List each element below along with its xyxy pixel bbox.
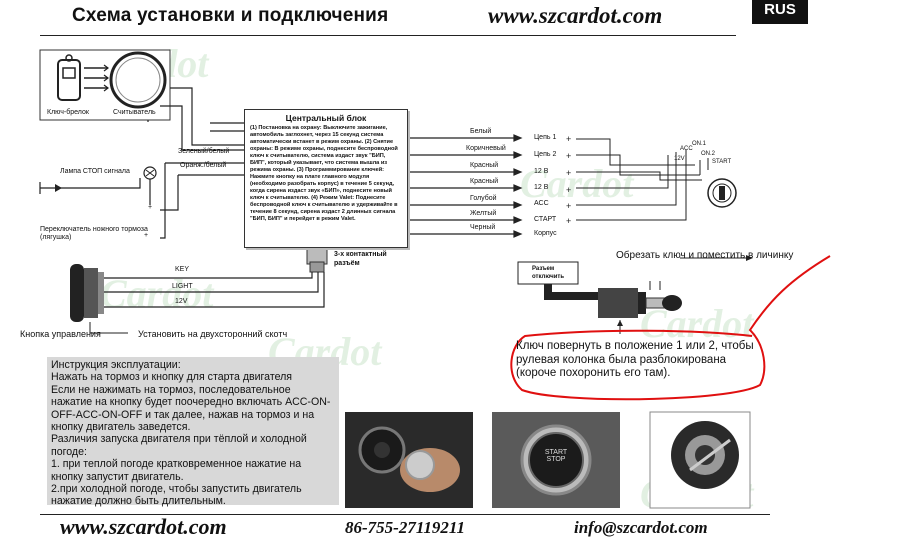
disconnect-label: Разъем отключить bbox=[532, 266, 565, 280]
green-white-label: Зеленый/белый bbox=[178, 148, 230, 155]
ign-12v: 12V bbox=[674, 156, 685, 162]
instructions-panel: Инструкция эксплуатации: Нажать на тормо… bbox=[47, 357, 339, 508]
ign-on1: ON.1 bbox=[692, 141, 707, 147]
plus-sign: + bbox=[148, 204, 153, 211]
wire-target: 12 В bbox=[534, 168, 549, 175]
key-icon bbox=[662, 295, 682, 311]
wire-target: Цепь 2 bbox=[534, 151, 557, 158]
wire-color: Желтый bbox=[470, 210, 497, 217]
svg-text:+: + bbox=[566, 201, 571, 211]
instr-line: нажатие должно быть длительным. bbox=[51, 495, 226, 508]
connector-label: 3-х контактный разъём bbox=[334, 251, 387, 267]
page-title: Схема установки и подключения bbox=[72, 5, 389, 26]
instr-line: кнопку двигатель заведется. bbox=[51, 421, 191, 434]
ign-acc: ACC bbox=[680, 146, 693, 152]
wire-target: АСС bbox=[534, 200, 549, 207]
wire-12v: 12V bbox=[175, 298, 188, 305]
svg-text:+: + bbox=[566, 216, 571, 226]
ign-on2: ON.2 bbox=[701, 151, 716, 157]
key-fob-icon bbox=[57, 59, 81, 101]
header-url[interactable]: www.szcardot.com bbox=[488, 3, 663, 28]
instr-line: 2.при холодной погоде, чтобы запустить д… bbox=[51, 483, 302, 496]
instr-line: погоде: bbox=[51, 445, 87, 458]
instr-line: кнопку запустит двигатель. bbox=[51, 470, 184, 483]
plus-sign: + bbox=[144, 232, 149, 239]
wire-key: KEY bbox=[175, 266, 190, 273]
orange-white-label: Оранж./белый bbox=[180, 162, 227, 169]
cut-key-note: Обрезать ключ и поместить в личинку bbox=[616, 250, 794, 261]
instr-line: Нажать на тормоз и кнопку для старта дви… bbox=[51, 371, 293, 384]
central-block-title: Центральный блок bbox=[285, 113, 367, 123]
central-block: Центральный блок (1) Постановка на охран… bbox=[244, 109, 408, 248]
fob-label: Ключ-брелок bbox=[47, 109, 89, 116]
wire-color: Черный bbox=[470, 224, 496, 231]
note-highlight-circle bbox=[510, 255, 831, 401]
wire-color: Красный bbox=[470, 178, 499, 185]
brake-switch-label: Переключатель ножного тормоза (лягушка) bbox=[40, 226, 148, 241]
footer-url[interactable]: www.szcardot.com bbox=[60, 514, 227, 539]
instr-line: Различия запуска двигателя при тёплой и … bbox=[51, 433, 307, 446]
wire-light: LIGHT bbox=[172, 283, 193, 290]
start-stop-label: START STOP bbox=[544, 449, 568, 463]
wire-target: Корпус bbox=[534, 230, 557, 237]
language-badge: RUS bbox=[752, 0, 808, 24]
control-button-label: Кнопка управления bbox=[20, 329, 101, 339]
wire-color: Коричневый bbox=[466, 145, 506, 152]
watermark: Cardot bbox=[520, 161, 634, 206]
svg-text:+: + bbox=[566, 134, 571, 144]
connector-icon bbox=[306, 245, 328, 265]
footer-phone: 86-755-27119211 bbox=[345, 518, 465, 537]
wire-color: Голубой bbox=[470, 195, 497, 202]
wire-color: Белый bbox=[470, 128, 492, 135]
key-note: Ключ повернуть в положение 1 или 2, чтоб… bbox=[516, 340, 754, 379]
instr-line: Инструкция эксплуатации: bbox=[51, 359, 181, 371]
ign-start: START bbox=[712, 159, 732, 165]
stop-lamp-label: Лампа СТОП сигнала bbox=[60, 168, 130, 175]
reader-label: Считыватель bbox=[113, 109, 156, 116]
svg-text:+: + bbox=[566, 185, 571, 195]
instr-line: Если не нажимать на тормоз, последовател… bbox=[51, 383, 291, 396]
footer-email[interactable]: info@szcardot.com bbox=[574, 518, 708, 537]
header-divider bbox=[40, 35, 736, 36]
central-block-text: (1) Постановка на охрану: Выключите зажи… bbox=[250, 125, 398, 222]
wire-target: Цепь 1 bbox=[534, 134, 557, 141]
lock-cylinder-icon bbox=[598, 288, 638, 318]
wire-target: 12 В bbox=[534, 184, 549, 191]
mount-note: Установить на двухсторонний скотч bbox=[138, 329, 288, 339]
instr-line: OFF-ACC-ON-OFF и так далее, нажав на тор… bbox=[51, 408, 315, 421]
wire-target: СТАРТ bbox=[534, 216, 557, 223]
wire-color: Красный bbox=[470, 162, 499, 169]
control-button-icon bbox=[70, 264, 84, 322]
svg-text:+: + bbox=[566, 151, 571, 161]
instr-line: 1. при теплой погоде кратковременное наж… bbox=[51, 458, 302, 471]
instr-line: нажатие на кнопку будет поочередно включ… bbox=[51, 396, 331, 409]
svg-text:+: + bbox=[566, 168, 571, 178]
footer-divider bbox=[40, 514, 770, 515]
